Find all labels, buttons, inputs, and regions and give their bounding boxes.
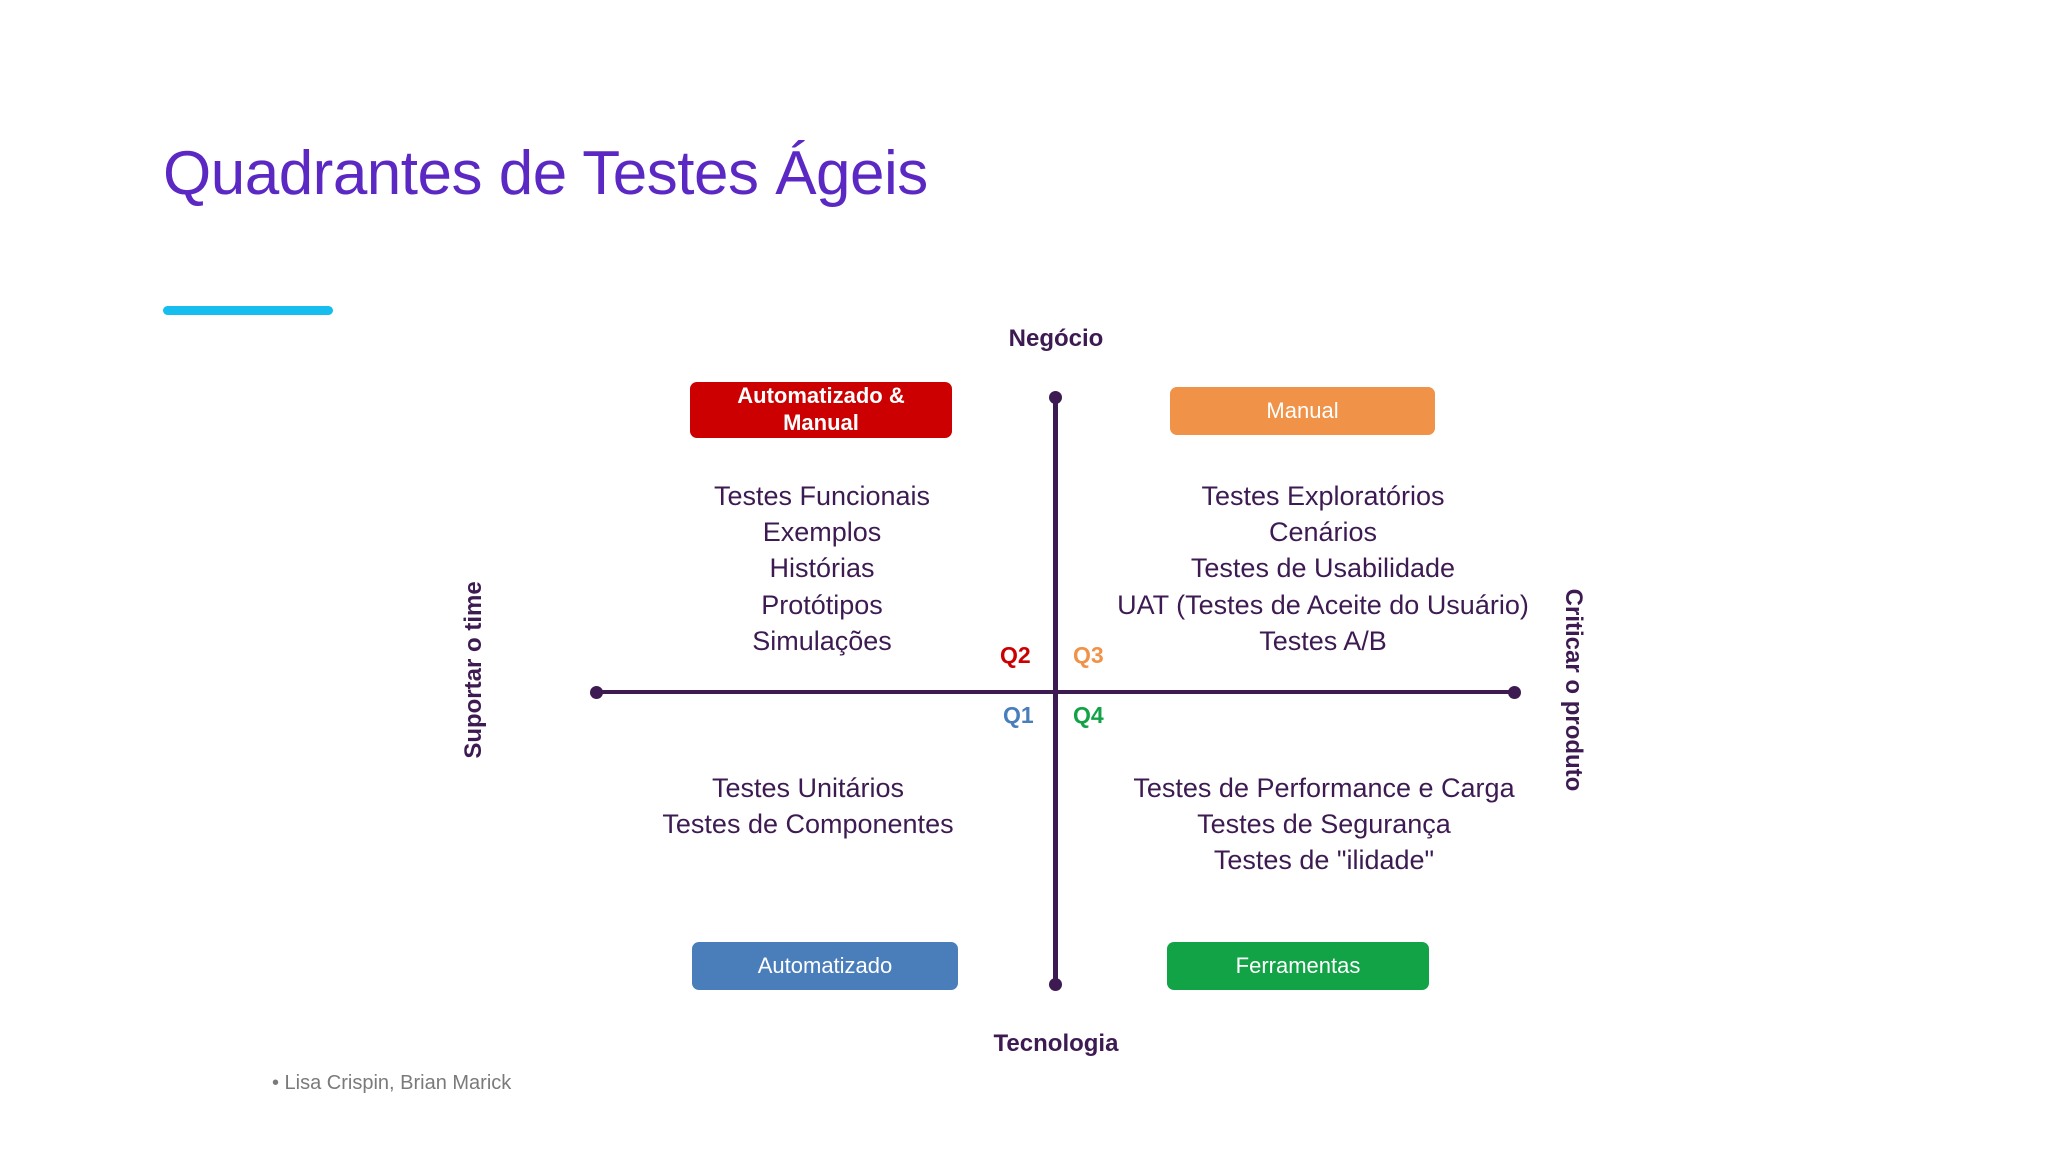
list-item: Testes de Segurança: [1197, 809, 1451, 840]
title-accent-underline: [163, 306, 333, 315]
horizontal-axis-line: [594, 690, 1519, 694]
quadrant-q2-pill[interactable]: Automatizado & Manual: [690, 382, 952, 438]
list-item: UAT (Testes de Aceite do Usuário): [1117, 589, 1529, 620]
list-item: Cenários: [1268, 517, 1378, 548]
quadrant-code-q1: Q1: [1003, 702, 1034, 728]
quadrant-q3-pill[interactable]: Manual: [1170, 387, 1435, 435]
source-footnote: • Lisa Crispin, Brian Marick: [272, 1072, 512, 1094]
axis-cap-right-icon: [1508, 686, 1521, 699]
axis-label-left: Suportar o time: [460, 581, 487, 759]
page-title: Quadrantes de Testes Ágeis: [163, 139, 928, 208]
list-item: Testes de Performance e Carga: [1133, 773, 1515, 803]
quadrant-code-q2: Q2: [1000, 642, 1031, 668]
list-item: Testes Exploratórios: [1201, 481, 1445, 511]
axis-cap-top-icon: [1049, 391, 1062, 404]
list-item: Testes A/B: [1259, 625, 1387, 656]
axis-label-bottom-text: Tecnologia: [993, 1030, 1119, 1057]
axis-label-top-text: Negócio: [1008, 325, 1104, 352]
list-item: Testes de Componentes: [662, 809, 954, 840]
axis-cap-left-icon: [590, 686, 603, 699]
list-item: Testes Unitários: [711, 773, 905, 803]
quadrant-code-q3: Q3: [1073, 642, 1104, 668]
quadrant-q1-pill[interactable]: Automatizado: [692, 942, 958, 990]
list-item: Exemplos: [762, 517, 882, 548]
axis-label-right: Criticar o produto: [1560, 588, 1587, 792]
quadrant-q4-pill[interactable]: Ferramentas: [1167, 942, 1429, 990]
axis-label-bottom: Tecnologia: [0, 1030, 2048, 1058]
list-item: Testes de "ilidade": [1213, 845, 1435, 876]
list-item: Testes de Usabilidade: [1190, 553, 1456, 584]
list-item: Testes Funcionais: [713, 481, 931, 511]
list-item: Histórias: [769, 553, 875, 584]
axis-cap-bottom-icon: [1049, 978, 1062, 991]
axis-label-top: Negócio: [0, 325, 2048, 353]
quadrant-code-q4: Q4: [1073, 702, 1104, 728]
list-item: Simulações: [752, 625, 892, 656]
list-item: Protótipos: [761, 589, 883, 620]
